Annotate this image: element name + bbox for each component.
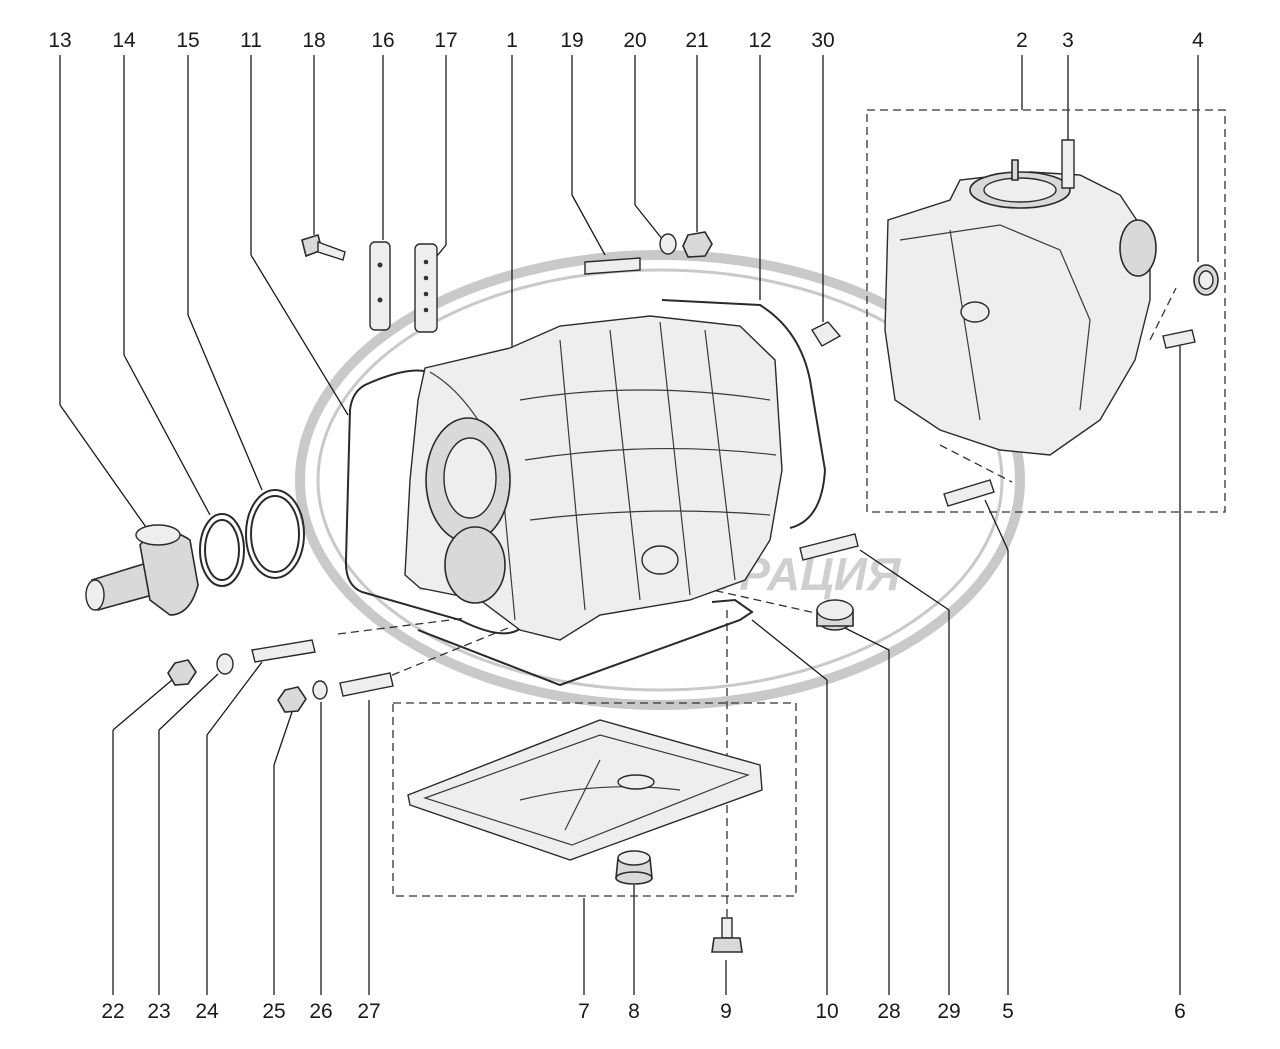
callout-3: 3 [1062,29,1074,52]
callout-17: 17 [434,29,457,52]
washer-20 [659,233,677,255]
callout-29: 29 [937,1000,960,1023]
callout-7: 7 [578,1000,590,1023]
callout-20: 20 [623,29,646,52]
plate-17 [414,243,438,333]
bottom-gasket-10 [417,598,754,687]
seal-4-inner [1198,270,1214,290]
seal-ring-14-inner [204,519,240,581]
callout-14: 14 [112,29,136,52]
plug-28 [816,599,854,631]
callout-12: 12 [748,29,771,52]
callout-labels: 13 14 15 11 18 16 17 1 19 20 21 12 30 2 … [48,29,1204,1023]
nut-25 [277,686,307,713]
plate-16 [369,241,391,331]
washer-23 [216,653,234,675]
callout-15: 15 [176,29,199,52]
stud-24 [251,639,316,663]
callout-25: 25 [262,1000,285,1023]
stud-29 [799,533,859,561]
callout-2: 2 [1016,29,1028,52]
callout-27: 27 [357,1000,380,1023]
dowel-30 [810,321,842,347]
group-boxes [392,109,1226,897]
callout-11: 11 [240,29,262,52]
callout-22: 22 [101,1000,124,1023]
callout-23: 23 [147,1000,170,1023]
bolt-9 [711,917,743,953]
stud-6 [1162,329,1196,349]
callout-18: 18 [302,29,325,52]
callout-16: 16 [371,29,394,52]
rear-gasket-12 [661,299,827,529]
nut-21 [682,231,713,258]
leader-lines [59,55,1199,995]
callout-5: 5 [1002,1000,1014,1023]
washer-26 [312,680,328,700]
callout-9: 9 [720,1000,732,1023]
seal-ring-14 [199,513,245,587]
callout-28: 28 [877,1000,900,1023]
callout-6: 6 [1174,1000,1186,1023]
transmission-housing [404,315,783,641]
oil-pan-7 [407,719,763,861]
callout-1: 1 [506,29,518,52]
stud-27 [339,672,394,697]
callout-26: 26 [309,1000,332,1023]
callout-24: 24 [195,1000,219,1023]
callout-13: 13 [48,29,71,52]
callout-10: 10 [815,1000,838,1023]
callout-8: 8 [628,1000,640,1023]
stud-3 [1061,139,1075,189]
o-ring-15-inner [250,495,300,573]
o-ring-15 [245,489,305,579]
rear-extension-housing-2 [884,159,1157,456]
callout-4: 4 [1192,29,1204,52]
stud-19 [584,257,641,275]
callout-21: 21 [685,29,708,52]
stud-5 [943,479,995,507]
bolt-18 [301,233,346,261]
callout-30: 30 [811,29,834,52]
callout-19: 19 [560,29,583,52]
input-shaft-retainer [85,524,199,616]
drain-plug-8 [615,850,653,885]
nut-22 [167,659,197,686]
